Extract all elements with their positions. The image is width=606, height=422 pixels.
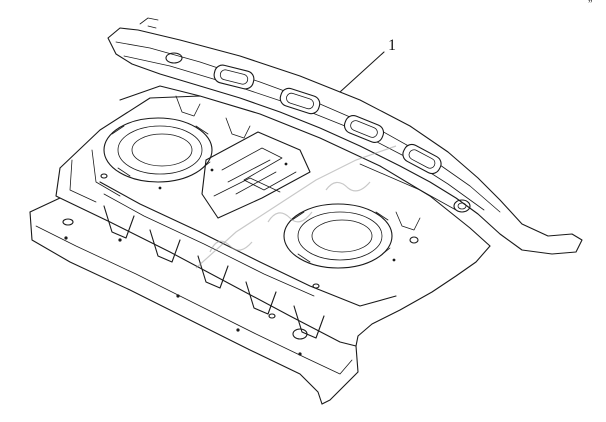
watermark-strokes <box>195 145 397 269</box>
callout-leader-1 <box>339 51 385 93</box>
parcel-shelf-panel <box>107 17 583 255</box>
callout-label-1: 1 <box>388 37 396 54</box>
corner-mark: ” <box>588 0 593 10</box>
rear-floor-panel <box>29 85 491 405</box>
